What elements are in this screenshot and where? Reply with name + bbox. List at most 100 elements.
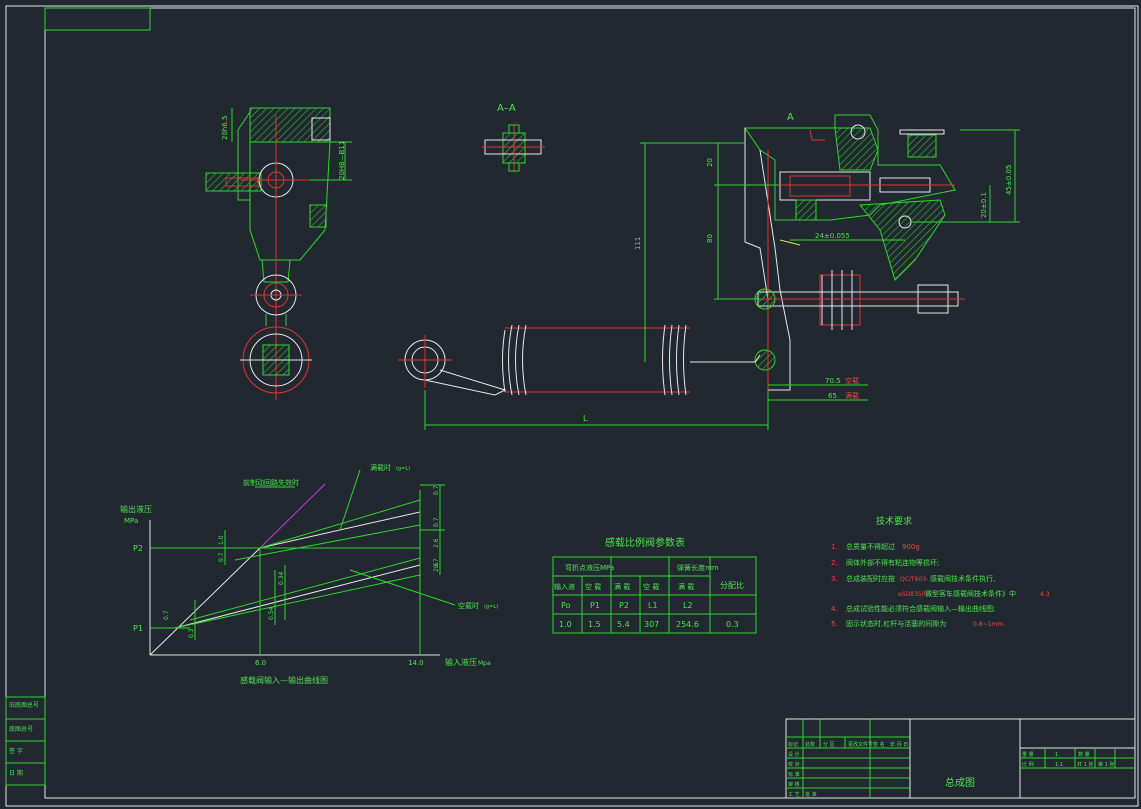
dim-d10-val: 65: [828, 392, 837, 400]
tb-header-2: 分 区: [823, 741, 835, 748]
tb-row-0: 设 计: [788, 751, 800, 758]
chart-dim-g: 0.7: [433, 485, 440, 495]
dim-d1: 20h6.5: [221, 116, 229, 140]
side-label-1: 底图总号: [9, 725, 33, 733]
table-symbol-2: P2: [619, 601, 629, 610]
dim-d4: 20: [706, 158, 714, 167]
table-header-4: 满 载: [678, 582, 694, 591]
chart-dim-j: 2.6: [433, 562, 440, 572]
table-header-0: 输入液: [554, 582, 575, 591]
dim-d6: 24±0.055: [815, 232, 850, 240]
req-num-2: 3.: [831, 575, 838, 583]
tb-drawing-name: 总成图: [945, 776, 975, 789]
dim-d7: 45±0.05: [1005, 165, 1013, 195]
dim-d10-note: 满载: [845, 391, 859, 400]
dim-d2: 20H8—B11: [338, 141, 346, 180]
tb-header-0: 标记: [788, 741, 798, 748]
table-group2: 弹簧长度mm: [677, 563, 719, 572]
req-text2-3: 微型客车感载阀技术条件》中: [925, 589, 1016, 598]
marker-a: A: [787, 112, 794, 123]
chart-ytick-p2: P2: [133, 544, 143, 553]
dim-d5: 80: [706, 234, 714, 243]
tb-right-5: 共 1 张: [1077, 761, 1093, 768]
dim-d3: 111: [634, 237, 642, 250]
table-symbol-3: L1: [648, 601, 658, 610]
req-text-1: 阀体外部不得有粘连物等损坏;: [846, 558, 939, 567]
chart-ytick-p1: P1: [133, 624, 143, 633]
req-num-1: 2.: [831, 559, 838, 567]
tb-header-4: 签 名: [873, 741, 885, 748]
section-label: A–A: [497, 103, 516, 114]
req-hl-5: 0.8~1mm.: [973, 621, 1005, 628]
chart-xtick-14: 14.0: [408, 659, 424, 667]
chart-dim-e: 0.3: [188, 628, 195, 638]
req-num-0: 1.: [831, 543, 838, 551]
chart-ylabel: 输出液压: [120, 504, 152, 514]
chart-label-empty-sub: (g=L): [484, 604, 498, 610]
req-text-5: 固示状态时,杠杆与活塞的间隙为: [846, 619, 946, 628]
chart-xlabel: 输入液压: [445, 657, 477, 667]
tb-header-5: 年 月 日: [890, 741, 908, 748]
table-value-2: 5.4: [617, 620, 630, 629]
side-label-0: 旧底图总号: [9, 701, 39, 709]
req-hl-3: eSD8350: [898, 591, 926, 598]
chart-dim-a: 1.0: [218, 535, 225, 545]
table-symbol-0: Po: [561, 601, 571, 610]
title-block: 标记 处数 分 区 更改文件号 签 名 年 月 日 设 计 校 对 标 准 审 …: [785, 718, 1136, 799]
tb-right-3: 比 例: [1022, 761, 1034, 768]
tb-right-1: 1: [1055, 752, 1058, 758]
table-symbol-1: P1: [590, 601, 600, 610]
req-hl-2: QC/T603-: [900, 576, 928, 583]
tb-right-6: 第 1 张: [1098, 761, 1114, 768]
table-header-2: 满 载: [614, 582, 630, 591]
tb-header-1: 处数: [805, 741, 815, 748]
parameter-table: 感载比例阀参数表 弯折点液压MPa 弹簧长度mm 分配比 输入液 空 载 满 载…: [552, 536, 757, 634]
table-value-4: 254.6: [676, 620, 699, 629]
tb-row-1: 校 对: [788, 761, 800, 768]
req-hl-0: 900g: [902, 543, 920, 551]
side-label-2: 签 字: [9, 747, 23, 755]
section-a-a: A–A: [482, 103, 545, 172]
tb-right-0: 重 量: [1022, 751, 1034, 758]
chart-xtick-6: 6.0: [255, 659, 266, 667]
chart-title: 感载阀输入—输出曲线图: [240, 675, 328, 685]
chart-dim-d: 0.54: [268, 606, 275, 620]
main-assembly-view: A 111 20 80 24±: [398, 112, 1020, 430]
chart-dim-f: 0.7: [163, 610, 170, 620]
io-curve-chart: 输出液压 MPa P2 P1 6.0 14.0 输入液压 Mpa 感载阀输入—输…: [120, 463, 498, 685]
tb-right-2: 数 量: [1078, 751, 1090, 758]
tb-row-3: 审 核: [788, 781, 800, 788]
main-spring: [398, 324, 761, 396]
side-label-block: 旧底图总号 底图总号 签 字 日 期: [5, 696, 46, 786]
dim-d9-note: 空载: [845, 376, 859, 385]
table-symbol-4: L2: [683, 601, 693, 610]
side-view-valve: 20h6.5 20H8—B11: [205, 107, 352, 400]
chart-label-limit: 前制动回路失效时: [243, 478, 299, 487]
dim-d8: 20±0.1: [980, 192, 988, 218]
table-group1: 弯折点液压MPa: [565, 563, 614, 572]
chart-dim-k: 0.7: [433, 558, 440, 568]
tb-row-5: 批 准: [805, 791, 817, 798]
req-title: 技术要求: [876, 515, 912, 527]
req-num-5: 5.: [831, 620, 838, 628]
drawing-frame: [5, 5, 1139, 807]
chart-dim-c: 0.34: [278, 571, 285, 585]
req-text-2: 总成装配时应按: [846, 574, 895, 583]
chart-dim-h: 0.7: [433, 517, 440, 527]
req-text-0: 总质量不得超过: [846, 542, 895, 551]
table-title: 感载比例阀参数表: [605, 536, 685, 549]
table-group3: 分配比: [720, 580, 744, 590]
chart-dim-i: 2.6: [433, 538, 440, 548]
table-header-3: 空 载: [643, 582, 659, 591]
table-value-5: 0.3: [726, 620, 739, 629]
side-label-3: 日 期: [9, 769, 23, 777]
chart-xlabel-unit: Mpa: [478, 660, 491, 667]
dim-d9-val: 70.5: [825, 377, 841, 385]
tb-row-4: 工 艺: [788, 792, 800, 798]
chart-ylabel-unit: MPa: [124, 517, 138, 525]
req-text2-2: 感载阀技术条件执行,: [930, 574, 995, 583]
req-text-4: 总成试验性能必须符合感载阀输入—输出曲线图;: [846, 604, 995, 613]
req-hl2-3: 4.3: [1040, 591, 1050, 598]
dim-d11: L: [583, 414, 588, 423]
